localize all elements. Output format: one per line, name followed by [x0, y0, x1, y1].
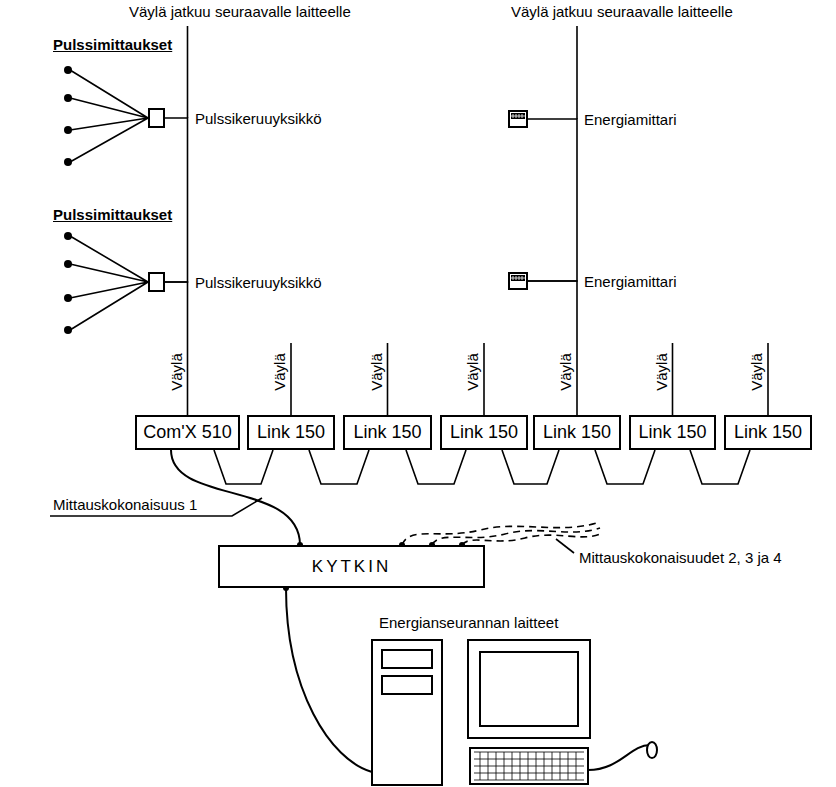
bus-label: Väylä	[557, 352, 574, 392]
note-label: Mittauskokonaisuudet 2, 3 ja 4	[578, 549, 783, 566]
box-label: Link 150	[543, 422, 611, 443]
device-label: Pulssikeruuyksikkö	[195, 274, 322, 291]
bus-connector	[528, 119, 577, 281]
pulse-unit: Pulssikeruuyksikkö	[148, 108, 165, 128]
note-label: Väylä jatkuu seuraavalle laitteelle	[510, 3, 734, 20]
gateway-box: Link 150	[724, 415, 812, 450]
gateway-box: Link 150	[533, 415, 621, 450]
gateway-box: Link 150	[629, 415, 716, 450]
computer	[372, 640, 657, 785]
gateway-box: Com'X 510	[135, 415, 240, 450]
bus-connector	[406, 450, 466, 484]
bus-label: Väylä	[748, 352, 765, 392]
box-label: Link 150	[638, 422, 706, 443]
note-label: Energianseurannan laitteet	[378, 614, 559, 631]
bus-lines	[188, 26, 769, 415]
bus-connector	[690, 450, 750, 484]
box-label: Link 150	[353, 422, 421, 443]
bus-label: Väylä	[271, 352, 288, 392]
box-label: Link 150	[257, 422, 325, 443]
pulse-terminals	[64, 66, 72, 334]
note-label: Mittauskokonaisuus 1	[52, 496, 198, 513]
bus-connector	[165, 282, 188, 415]
box-label: KYTKIN	[312, 557, 391, 577]
bus-connector	[309, 450, 369, 484]
energy-meter: Energiamittari	[508, 110, 528, 128]
gateway-box: Link 150	[343, 415, 432, 450]
pc-cable	[286, 588, 372, 772]
pulse-wires	[70, 70, 148, 330]
bus-label: Väylä	[367, 352, 384, 392]
dashed-cables	[402, 522, 600, 545]
keyboard-keys	[474, 752, 584, 780]
bus-connector	[528, 281, 577, 415]
box-label: Com'X 510	[143, 422, 231, 443]
group-heading: Pulssimittaukset	[52, 206, 173, 223]
bus-label: Väylä	[652, 352, 669, 392]
network-switch: KYTKIN	[218, 545, 485, 588]
bus-connector	[165, 118, 188, 282]
pulse-unit: Pulssikeruuyksikkö	[148, 272, 165, 292]
bus-connector	[502, 450, 559, 484]
box-label: Link 150	[450, 422, 518, 443]
group-heading: Pulssimittaukset	[52, 36, 173, 53]
bus-label: Väylä	[464, 352, 481, 392]
bus-connector	[214, 450, 273, 484]
bus-label: Väylä	[167, 352, 184, 392]
energy-meter: Energiamittari	[508, 272, 528, 290]
gateway-box: Link 150	[440, 415, 528, 450]
device-label: Energiamittari	[584, 273, 677, 290]
note-label: Väylä jatkuu seuraavalle laitteelle	[128, 3, 352, 20]
gateway-box: Link 150	[247, 415, 335, 450]
box-label: Link 150	[734, 422, 802, 443]
device-label: Energiamittari	[584, 111, 677, 128]
device-label: Pulssikeruuyksikkö	[195, 110, 322, 127]
bus-connector	[595, 450, 655, 484]
